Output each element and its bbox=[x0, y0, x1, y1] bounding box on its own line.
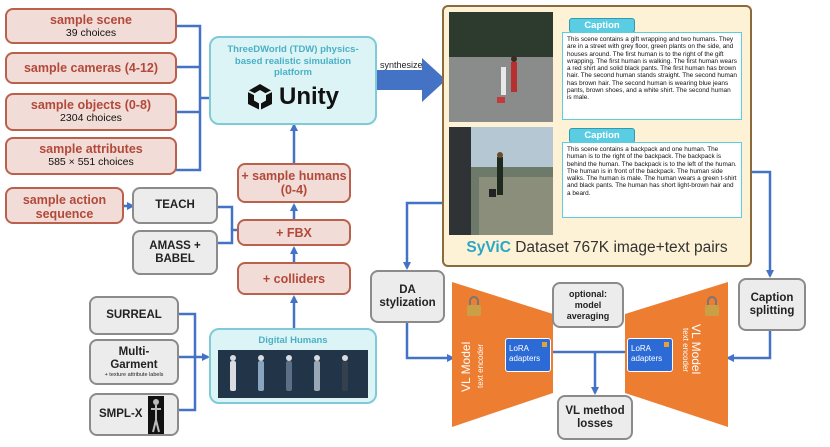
sample-cameras-box: sample cameras (4-12) bbox=[5, 52, 177, 84]
sample-scene-count: 39 choices bbox=[65, 27, 117, 39]
lora-adapters-left: LoRA adapters bbox=[505, 338, 551, 372]
lora-left-flame-icon bbox=[542, 342, 547, 347]
sample-humans-box: + sample humans (0-4) bbox=[237, 163, 351, 203]
colliders-box: + colliders bbox=[237, 262, 351, 295]
surreal-box: SURREAL bbox=[89, 296, 179, 335]
vl-method-losses-label: VL method losses bbox=[565, 404, 625, 430]
sample-action-title: sample action sequence bbox=[22, 193, 107, 221]
dataset-caption: SyViC Dataset 767K image+text pairs bbox=[444, 239, 750, 257]
vl-model-left-shape bbox=[452, 282, 553, 427]
sample-cameras-title: sample cameras (4-12) bbox=[23, 61, 159, 75]
sample-objects-count: 2304 choices bbox=[60, 112, 122, 124]
smplx-box: SMPL-X bbox=[89, 393, 179, 436]
amass-babel-box: AMASS + BABEL bbox=[132, 230, 218, 275]
synthesize-label: synthesize bbox=[380, 60, 423, 70]
surreal-label: SURREAL bbox=[106, 309, 162, 321]
caption-box-2: This scene contains a backpack and one h… bbox=[562, 142, 742, 218]
teach-box: TEACH bbox=[132, 187, 218, 224]
scene-image-1 bbox=[449, 12, 553, 122]
fbx-label: + FBX bbox=[276, 226, 312, 240]
teach-label: TEACH bbox=[155, 199, 195, 211]
lock-icon-right bbox=[704, 295, 720, 317]
vl-model-right-shape bbox=[625, 282, 728, 427]
caption-tag-2: Caption bbox=[569, 128, 635, 143]
fbx-box: + FBX bbox=[237, 219, 351, 246]
synthesize-arrow bbox=[372, 58, 446, 102]
colliders-label: + colliders bbox=[262, 272, 326, 286]
lora-right-label: LoRA adapters bbox=[631, 344, 663, 363]
dataset-desc: Dataset 767K image+text pairs bbox=[510, 239, 728, 256]
sample-objects-title: sample objects (0-8) bbox=[30, 98, 152, 112]
sample-scene-title: sample scene bbox=[50, 13, 132, 27]
vl-model-left-title: VL Model bbox=[459, 341, 473, 392]
tdw-title: ThreeDWorld (TDW) physics-based realisti… bbox=[227, 44, 359, 78]
caption-splitting-label: Caption splitting bbox=[749, 291, 795, 317]
sample-action-box: sample action sequence bbox=[5, 187, 124, 224]
scene-image-2 bbox=[449, 127, 553, 235]
smplx-label: SMPL-X bbox=[99, 408, 143, 420]
da-stylization-label: DA stylization bbox=[379, 283, 436, 309]
sample-scene-box: sample scene 39 choices bbox=[5, 8, 177, 44]
digital-humans-title: Digital Humans bbox=[258, 335, 328, 346]
multigarment-box: Multi-Garment + texture attribute labels bbox=[89, 339, 179, 385]
sample-humans-label: + sample humans (0-4) bbox=[241, 169, 347, 197]
sample-attributes-count: 585 × 551 choices bbox=[48, 156, 134, 168]
caption-splitting-box: Caption splitting bbox=[738, 278, 806, 331]
vl-model-left-label bbox=[468, 268, 496, 338]
tdw-box: ThreeDWorld (TDW) physics-based realisti… bbox=[209, 36, 377, 125]
lora-right-flame-icon bbox=[664, 342, 669, 347]
lora-left-label: LoRA adapters bbox=[509, 344, 541, 363]
digital-humans-image bbox=[218, 350, 368, 398]
vl-model-right-title: VL Model bbox=[689, 324, 703, 375]
caption-text-2: This scene contains a backpack and one h… bbox=[567, 146, 737, 197]
vl-model-left-sub: text encoder bbox=[476, 343, 485, 388]
smplx-body-icon bbox=[148, 395, 165, 434]
amass-babel-label: AMASS + BABEL bbox=[149, 239, 201, 265]
model-averaging-box: optional: model averaging bbox=[552, 282, 624, 328]
unity-logo-icon bbox=[247, 83, 273, 110]
dataset-panel: Caption This scene contains a gift wrapp… bbox=[442, 5, 752, 267]
caption-box-1: This scene contains a gift wrapping and … bbox=[562, 32, 742, 120]
sample-attributes-box: sample attributes 585 × 551 choices bbox=[5, 137, 177, 175]
da-stylization-box: DA stylization bbox=[370, 270, 445, 323]
caption-text-1: This scene contains a gift wrapping and … bbox=[567, 36, 737, 102]
digital-humans-box: Digital Humans bbox=[209, 328, 377, 404]
caption-tag-1: Caption bbox=[569, 18, 635, 33]
unity-wordmark: Unity bbox=[279, 82, 339, 110]
vl-model-right-sub: text encoder bbox=[681, 328, 690, 373]
dataset-name: SyViC bbox=[466, 239, 511, 256]
sample-attributes-title: sample attributes bbox=[39, 142, 143, 156]
model-averaging-label: optional: model averaging bbox=[566, 288, 610, 321]
multigarment-sub: + texture attribute labels bbox=[104, 371, 164, 378]
lock-icon-left bbox=[466, 295, 482, 317]
vl-method-losses-box: VL method losses bbox=[557, 395, 633, 440]
sample-objects-box: sample objects (0-8) 2304 choices bbox=[5, 93, 177, 131]
lora-adapters-right: LoRA adapters bbox=[627, 338, 673, 372]
multigarment-label: Multi-Garment bbox=[110, 345, 158, 371]
